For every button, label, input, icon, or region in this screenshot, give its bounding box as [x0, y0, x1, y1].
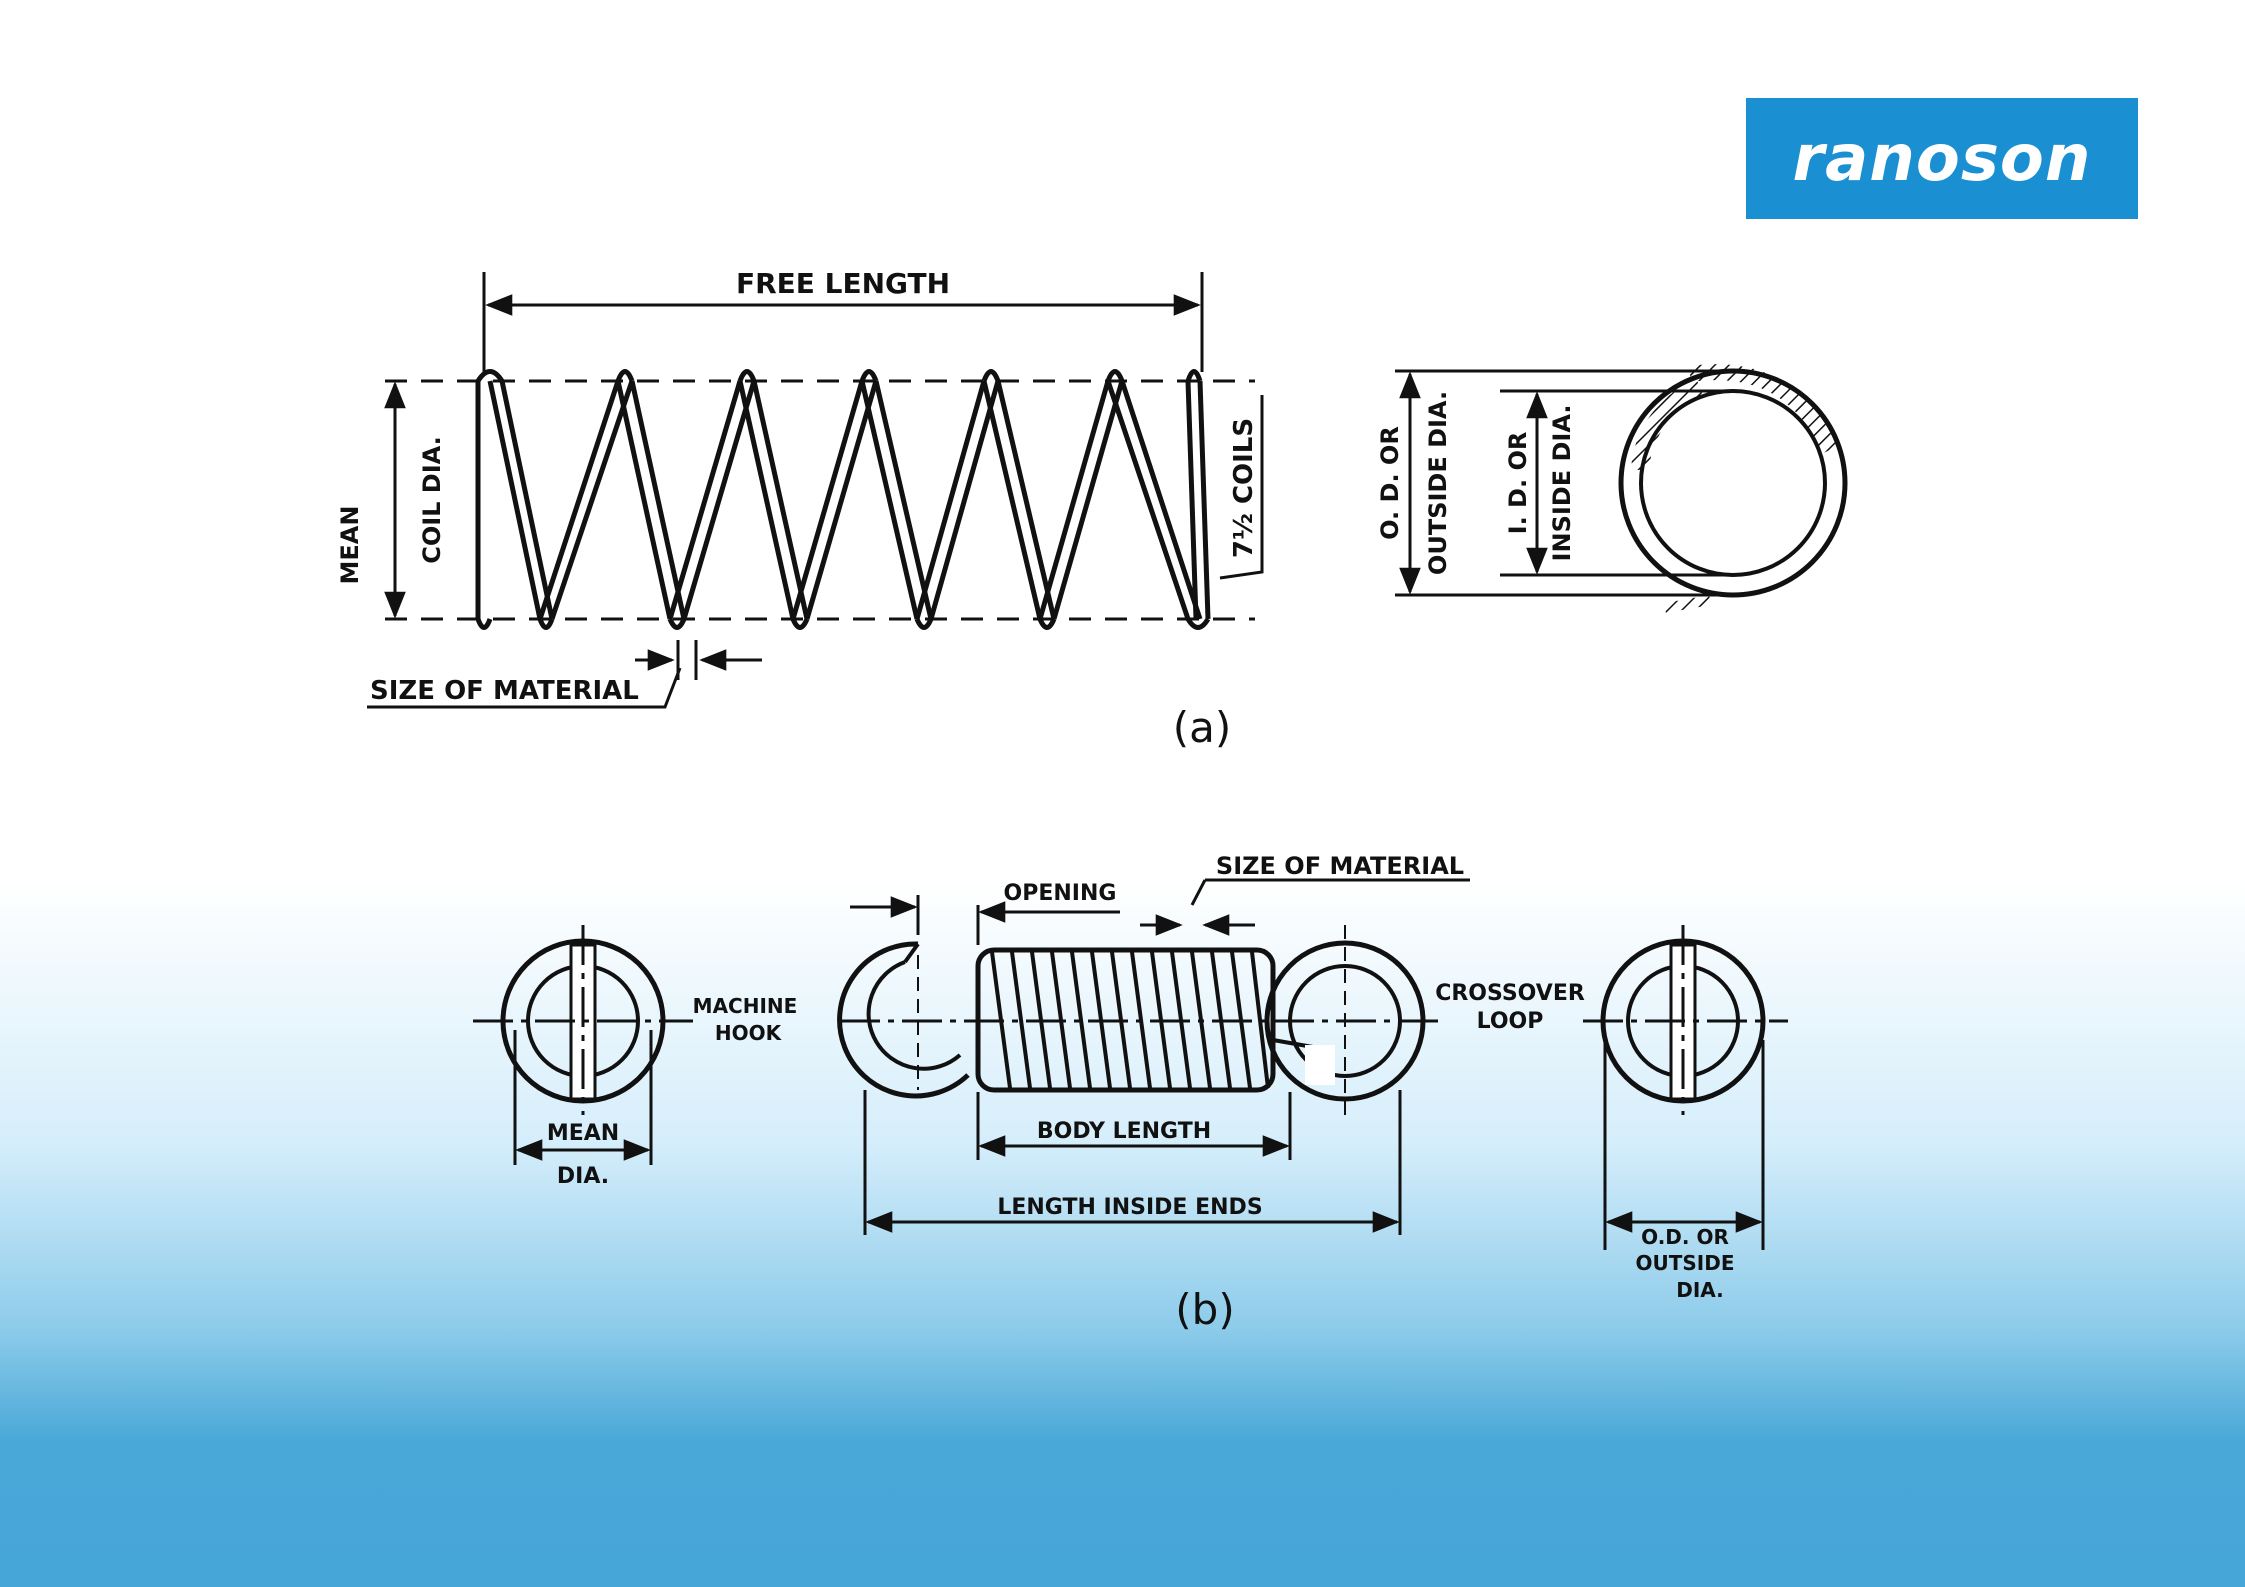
hook-label: HOOK [715, 1021, 783, 1045]
size-of-material-label-a: SIZE OF MATERIAL [370, 676, 639, 706]
mean-dia-end-view [473, 925, 693, 1165]
outside-dia-label-a: OUTSIDE DIA. [1424, 391, 1452, 575]
logo-text: ranoson [1792, 121, 2092, 196]
ranoson-logo: ranoson [1746, 98, 2138, 219]
size-of-material-label-b: SIZE OF MATERIAL [1216, 852, 1464, 880]
free-length-label: FREE LENGTH [736, 267, 950, 300]
od-end-view [1583, 925, 1788, 1250]
machine-label: MACHINE [693, 994, 798, 1018]
crossover-label: CROSSOVER [1435, 981, 1585, 1006]
coil-dia-label: COIL DIA. [418, 436, 446, 564]
mean-label: MEAN [336, 506, 364, 585]
caption-a: (a) [1173, 703, 1232, 752]
outside-label-b: OUTSIDE [1636, 1251, 1735, 1275]
inside-dia-label: INSIDE DIA. [1548, 405, 1576, 562]
mean-label-b: MEAN [547, 1121, 619, 1146]
extension-spring [837, 878, 1470, 1235]
od-or-label-b: O.D. OR [1641, 1225, 1729, 1249]
id-or-label: I. D. OR [1504, 432, 1532, 535]
opening-label: OPENING [1004, 881, 1117, 906]
od-or-label-a: O. D. OR [1376, 426, 1404, 540]
loop-label: LOOP [1477, 1009, 1544, 1034]
length-inside-ends-label: LENGTH INSIDE ENDS [997, 1195, 1262, 1220]
body-length-label: BODY LENGTH [1037, 1119, 1211, 1144]
dia-label-b: DIA. [557, 1164, 609, 1189]
caption-b: (b) [1175, 1285, 1234, 1334]
coil-end-view [1395, 364, 1848, 613]
coils-label: 7½ COILS [1229, 418, 1259, 558]
dia-label-b2: DIA. [1676, 1278, 1724, 1302]
compression-spring [367, 272, 1264, 709]
